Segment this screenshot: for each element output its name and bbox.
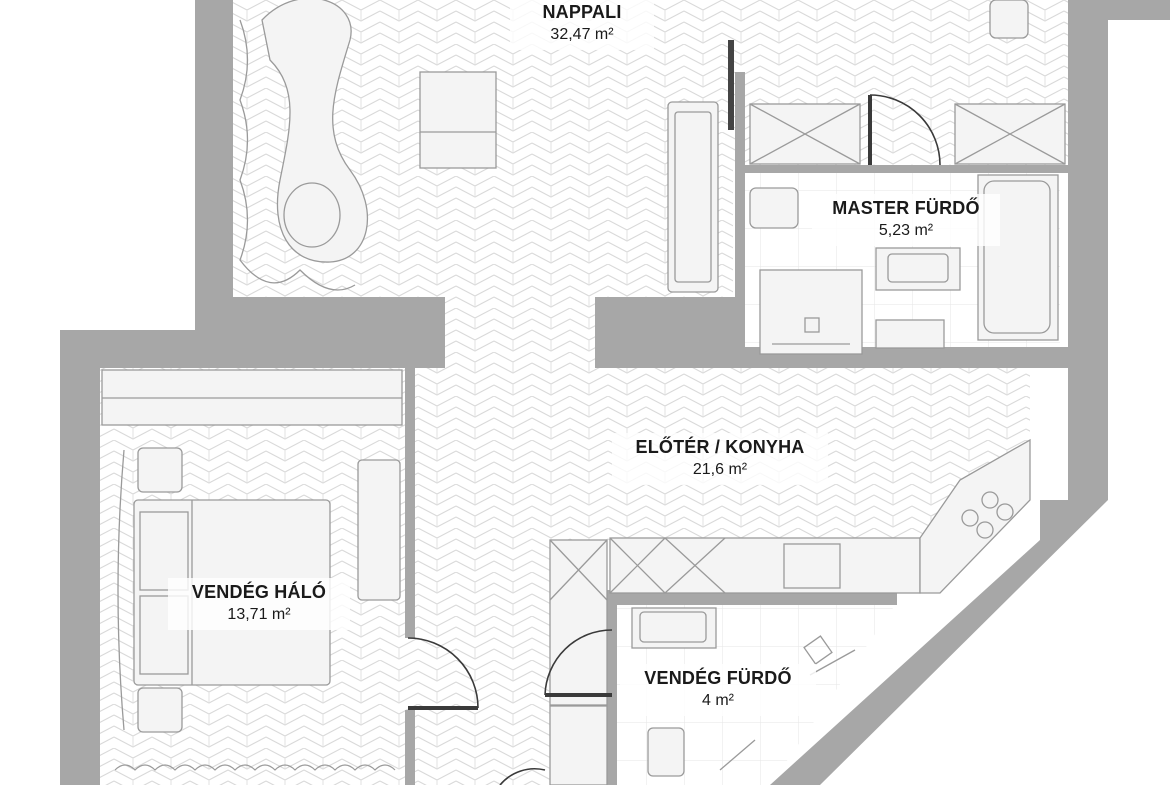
room-label-master-furdo: MASTER FÜRDŐ 5,23 m²: [812, 194, 1000, 246]
desk-icon: [357, 459, 401, 601]
curtain-icon: [114, 764, 396, 771]
room-area: 21,6 m²: [692, 461, 748, 478]
bathtub-icon: [977, 174, 1059, 341]
room-area: 4 m²: [702, 692, 734, 709]
wardrobe-icon: [101, 369, 403, 426]
room-area: 5,23 m²: [878, 222, 934, 239]
door-swing-icon: [499, 629, 613, 785]
toilet-icon: [749, 187, 799, 229]
wall-vendeg-halo-outer: [60, 330, 100, 785]
room-name: NAPPALI: [542, 2, 622, 22]
wall-furdo-north: [607, 590, 897, 605]
room-label-eloter-konyha: ELŐTÉR / KONYHA 21,6 m²: [612, 433, 828, 485]
room-name: MASTER FÜRDŐ: [832, 198, 980, 218]
sofa-icon: [239, 0, 369, 291]
wall-east: [1068, 0, 1108, 500]
wall-master-west: [735, 72, 745, 368]
shower-icon: [719, 635, 856, 771]
nightstand-icon: [137, 447, 183, 733]
wall-vendeg-halo-top: [60, 330, 445, 368]
window-mullion: [728, 40, 734, 130]
room-label-vendeg-furdo: VENDÉG FÜRDŐ 4 m²: [620, 664, 816, 716]
shower-icon: [759, 269, 863, 355]
wardrobe-icon: [749, 0, 1066, 165]
wall-east-diagonal: [770, 500, 1108, 785]
wall-nappali-west: [195, 0, 233, 330]
room-label-nappali: NAPPALI 32,47 m²: [510, 0, 654, 50]
wall-halo-east: [405, 368, 415, 638]
room-name: ELŐTÉR / KONYHA: [635, 437, 805, 457]
sink-icon: [783, 543, 841, 589]
ottoman-icon: [419, 71, 497, 169]
radiator-icon: [875, 319, 945, 349]
sink-icon: [875, 247, 961, 291]
wall-halo-east-low: [405, 710, 415, 785]
sideboard-icon: [667, 101, 719, 293]
door-swing-icon: [407, 637, 479, 710]
walls: [60, 0, 1170, 785]
room-area: 32,47 m²: [550, 26, 614, 43]
room-name: VENDÉG FÜRDŐ: [644, 668, 792, 688]
door-swing-icon: [868, 94, 941, 166]
room-name: VENDÉG HÁLÓ: [191, 582, 327, 602]
toilet-icon: [647, 727, 685, 777]
room-label-vendeg-halo: VENDÉG HÁLÓ 13,71 m²: [168, 578, 350, 630]
room-area: 13,71 m²: [227, 606, 291, 623]
wall-master-block: [595, 297, 745, 368]
wall-furdo-west: [607, 590, 617, 785]
sink-icon: [631, 607, 717, 649]
cooktop-icon: [961, 491, 1014, 539]
wall-master-bath-north: [745, 165, 1068, 173]
